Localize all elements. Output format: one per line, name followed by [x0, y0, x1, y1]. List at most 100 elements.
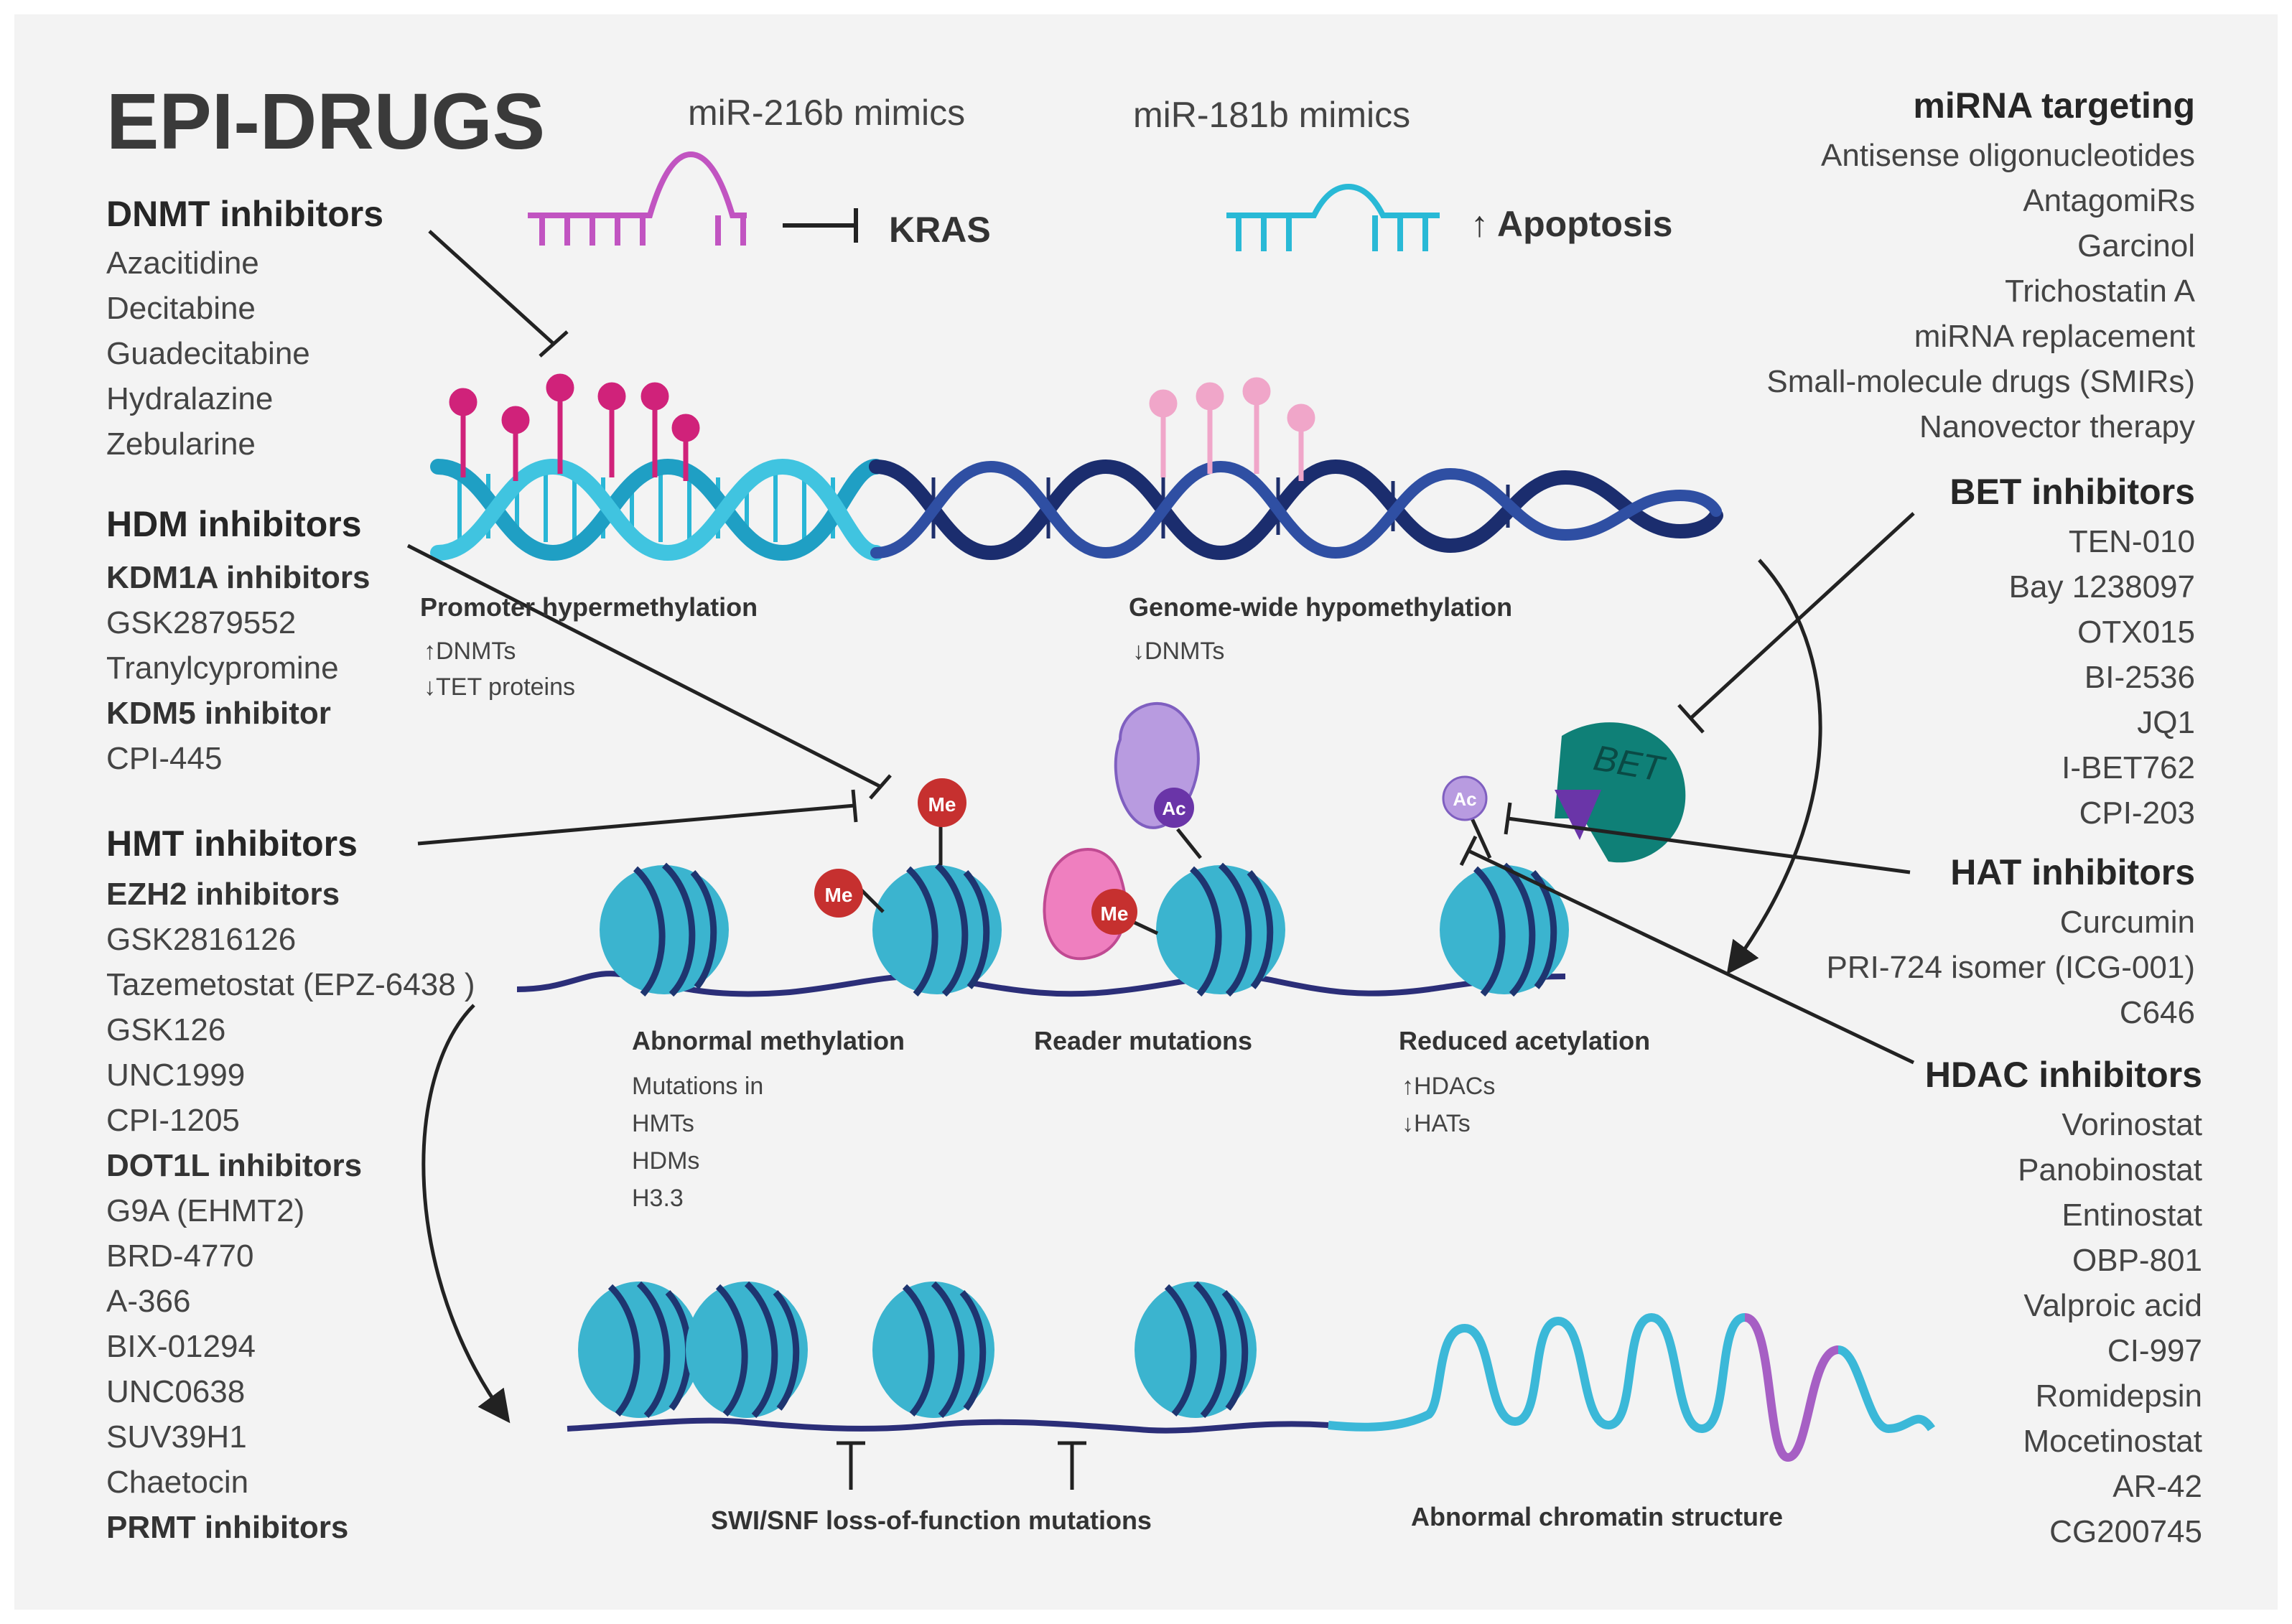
hmt-inhibitors-heading: HMT inhibitors: [106, 823, 358, 864]
genome-wide-hypomethylation-label: Genome-wide hypomethylation: [1129, 592, 1513, 622]
bet-item: TEN-010: [2068, 524, 2195, 559]
bet-inhibitors-heading: BET inhibitors: [1949, 472, 2195, 512]
bottom-nucleosome-1: [578, 1281, 700, 1419]
reader-mutations-label: Reader mutations: [1034, 1026, 1253, 1055]
bottom-nucleosome-4: [1135, 1281, 1257, 1419]
mirna-item: miRNA replacement: [1914, 319, 2195, 354]
dnmt-inhibitors-heading: DNMT inhibitors: [106, 194, 384, 234]
nucleosome-1: [600, 862, 729, 997]
bet-protein: [1555, 722, 1686, 863]
bet-pocket-icon: [1555, 790, 1601, 840]
mir216b-label: miR-216b mimics: [688, 93, 966, 133]
arrow-nucleosome-to-bottom: [421, 1004, 511, 1424]
ezh2-item: GSK126: [106, 1012, 226, 1047]
hdac-item: CG200745: [2049, 1514, 2202, 1549]
dna-double-helix: [430, 458, 1723, 561]
ac-text-reader: Ac: [1162, 798, 1185, 819]
kdm1a-subheading: KDM1A inhibitors: [106, 560, 371, 595]
dot1l-item: UNC0638: [106, 1374, 246, 1409]
bottom-nucleosome-2: [686, 1281, 808, 1419]
bet-item: I-BET762: [2062, 750, 2195, 785]
kras-label: KRAS: [889, 210, 991, 250]
dot1l-item: A-366: [106, 1284, 191, 1319]
dot1l-item: SUV39H1: [106, 1419, 247, 1455]
mir181b-label: miR-181b mimics: [1133, 95, 1411, 135]
abnormal-methylation-note: H3.3: [632, 1185, 684, 1212]
hdac-item: Romidepsin: [2035, 1378, 2202, 1414]
ac-text-free: Ac: [1453, 788, 1476, 810]
bet-item: BI-2536: [2084, 660, 2195, 695]
mirna-item: AntagomiRs: [2023, 183, 2195, 218]
kdm1a-item: Tranylcypromine: [106, 650, 339, 686]
mir181b-hairpin-icon: [1226, 183, 1440, 251]
promoter-note: ↓TET proteins: [424, 673, 576, 701]
me-text-top: Me: [928, 793, 956, 816]
bet-item: CPI-203: [2079, 795, 2195, 831]
hdac-item: Valproic acid: [2023, 1288, 2202, 1323]
reduced-acetylation-label: Reduced acetylation: [1399, 1026, 1651, 1055]
ac-badge-reader: [1154, 788, 1194, 828]
hdac-item: Entinostat: [2062, 1198, 2202, 1233]
hdac-item: CI-997: [2107, 1333, 2202, 1368]
kdm5-item: CPI-445: [106, 741, 223, 776]
bet-item: Bay 1238097: [2008, 569, 2195, 605]
swi-snf-inhibition-marks: [837, 1441, 1086, 1490]
hdm-inhibitors-heading: HDM inhibitors: [106, 504, 362, 544]
promoter-note: ↑DNMTs: [424, 638, 516, 665]
abnormal-methylation-note: HDMs: [632, 1147, 700, 1175]
genome-note: ↓DNMTs: [1132, 638, 1225, 665]
nucleosome-3: [1156, 862, 1285, 997]
me-text-reader: Me: [1101, 902, 1129, 925]
chromatin-coil: [1328, 1312, 1935, 1462]
kdm5-subheading: KDM5 inhibitor: [106, 696, 331, 731]
abnormal-methylation-label: Abnormal methylation: [632, 1026, 905, 1055]
mirna-item: Nanovector therapy: [1919, 409, 2195, 444]
me-text-left: Me: [825, 884, 853, 906]
me-badge-left: [814, 869, 863, 918]
hdac-item: AR-42: [2112, 1469, 2202, 1504]
hat-item: Curcumin: [2059, 905, 2195, 940]
dnmt-item: Guadecitabine: [106, 336, 310, 371]
ezh2-item: GSK2816126: [106, 922, 297, 957]
ezh2-item: Tazemetostat (EPZ-6438 ): [106, 967, 475, 1002]
dot1l-item: G9A (EHMT2): [106, 1193, 305, 1228]
bottom-nucleosome-3: [872, 1281, 994, 1419]
dnmt-item: Hydralazine: [106, 381, 274, 416]
abnormal-chromatin-label: Abnormal chromatin structure: [1411, 1502, 1784, 1531]
dnmt-item: Azacitidine: [106, 246, 259, 281]
mirna-item: Garcinol: [2077, 228, 2195, 263]
mirna-item: Trichostatin A: [2005, 274, 2195, 309]
ezh2-item: CPI-1205: [106, 1103, 240, 1138]
bottom-dna-linker: [567, 1417, 1329, 1434]
mirna-item: Antisense oligonucleotides: [1820, 138, 2195, 173]
nucleosome-4: [1440, 862, 1569, 997]
swi-snf-label: SWI/SNF loss-of-function mutations: [711, 1506, 1152, 1535]
dot1l-item: BIX-01294: [106, 1329, 256, 1364]
ac-badge-free: [1442, 775, 1488, 821]
nucleosome-2: [872, 862, 1002, 997]
dnmt-item: Zebularine: [106, 426, 256, 462]
inhibition-lines: [406, 230, 1915, 1065]
reduced-acetylation-note: ↑HDACs: [1402, 1073, 1496, 1100]
apoptosis-label: ↑ Apoptosis: [1471, 204, 1673, 244]
mir216b-hairpin-icon: [528, 151, 747, 246]
hat-item: PRI-724 isomer (ICG-001): [1826, 950, 2195, 985]
dot1l-item: BRD-4770: [106, 1238, 254, 1274]
abnormal-methylation-note: Mutations in: [632, 1073, 764, 1100]
me-badge-top: [918, 778, 966, 827]
dnmt-item: Decitabine: [106, 291, 256, 326]
page-title: EPI-DRUGS: [106, 78, 546, 166]
methyl-group-lollipops-pink: [1149, 377, 1315, 481]
hdac-item: OBP-801: [2072, 1243, 2202, 1278]
hat-item: C646: [2119, 995, 2195, 1030]
mirna-targeting-heading: miRNA targeting: [1913, 85, 2195, 126]
hdac-item: Mocetinostat: [2023, 1424, 2202, 1459]
reduced-acetylation-note: ↓HATs: [1402, 1110, 1471, 1137]
promoter-hypermethylation-label: Promoter hypermethylation: [420, 592, 758, 622]
mirna-item: Small-molecule drugs (SMIRs): [1766, 364, 2195, 399]
me-badge-reader: [1091, 889, 1137, 935]
prmt-subheading: PRMT inhibitors: [106, 1510, 349, 1545]
hat-inhibitors-heading: HAT inhibitors: [1950, 852, 2195, 892]
bet-item: OTX015: [2077, 615, 2195, 650]
